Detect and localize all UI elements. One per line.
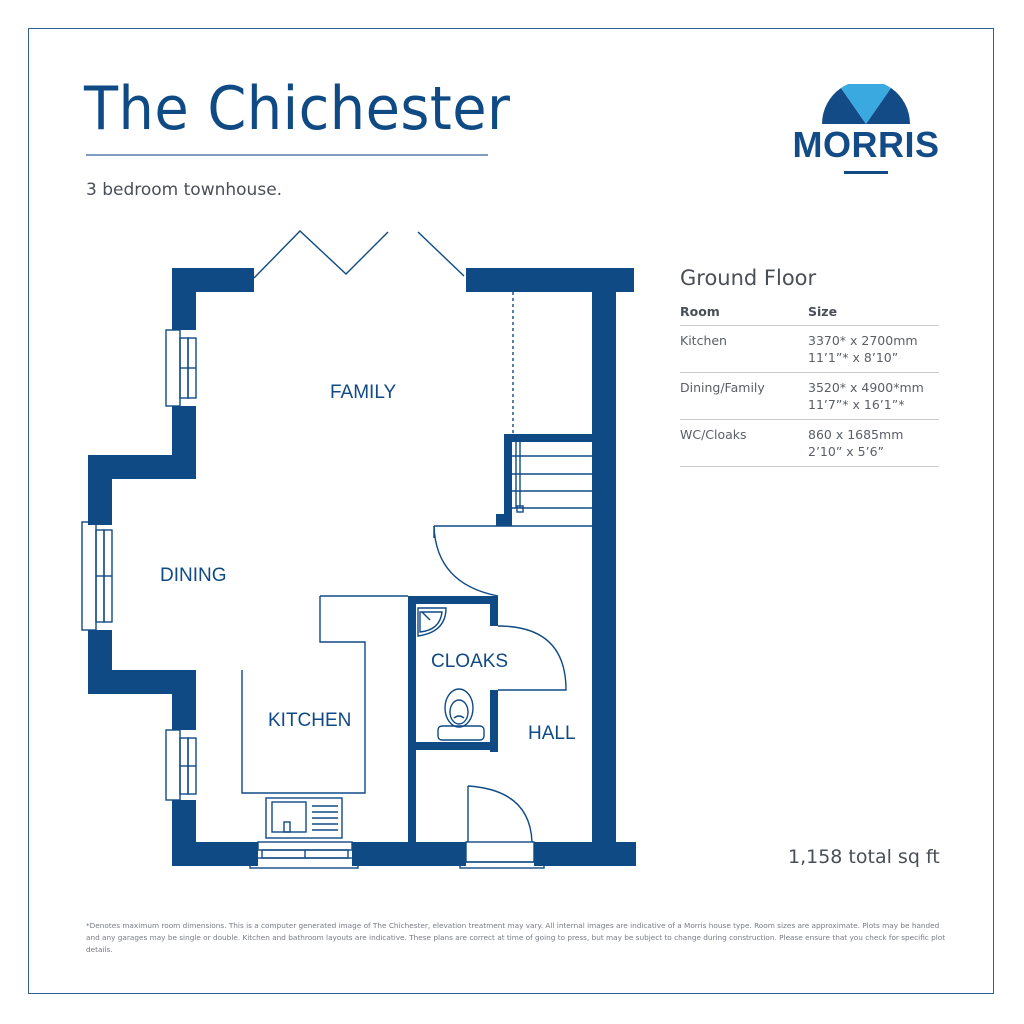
room-label-dining: DINING	[160, 565, 227, 586]
page-subtitle: 3 bedroom townhouse.	[86, 180, 283, 200]
room-schedule: Ground Floor Room Size Kitchen 3370* x 2…	[680, 266, 940, 467]
total-area: 1,158 total sq ft	[788, 846, 940, 868]
morris-sunrise-logo-icon	[822, 84, 910, 124]
fixtures	[81, 230, 592, 869]
size-metric: 3520* x 4900*mm	[808, 380, 924, 395]
size-metric: 3370* x 2700mm	[808, 333, 918, 348]
brand-underline	[844, 171, 888, 174]
schedule-title: Ground Floor	[680, 266, 817, 290]
room-size-table: Room Size Kitchen 3370* x 2700mm 11’1”* …	[680, 300, 939, 467]
room-label-hall: HALL	[528, 723, 576, 744]
page-title: The Chichester	[84, 74, 511, 144]
room-label-family: FAMILY	[330, 382, 396, 403]
room-size: 3520* x 4900*mm 11’7”* x 16’1”*	[808, 372, 939, 420]
room-name: WC/Cloaks	[680, 419, 808, 467]
table-row: Dining/Family 3520* x 4900*mm 11’7”* x 1…	[680, 372, 939, 420]
table-header-row: Room Size	[680, 300, 939, 326]
size-imperial: 2’10” x 5’6”	[808, 444, 885, 459]
disclaimer-text: *Denotes maximum room dimensions. This i…	[86, 921, 946, 954]
room-name: Dining/Family	[680, 372, 808, 420]
title-divider	[86, 154, 488, 156]
size-metric: 860 x 1685mm	[808, 427, 904, 442]
column-header-room: Room	[680, 300, 808, 326]
column-header-size: Size	[808, 300, 939, 326]
room-size: 3370* x 2700mm 11’1”* x 8’10”	[808, 325, 939, 373]
room-label-cloaks: CLOAKS	[431, 651, 508, 672]
room-labels: FAMILY DINING KITCHEN CLOAKS HALL	[160, 382, 576, 744]
walls	[88, 268, 636, 866]
page-frame	[28, 28, 994, 994]
brand-logo: MORRIS	[786, 84, 946, 180]
brand-wordmark: MORRIS	[792, 124, 940, 165]
size-imperial: 11’7”* x 16’1”*	[808, 397, 905, 412]
table-row: Kitchen 3370* x 2700mm 11’1”* x 8’10”	[680, 325, 939, 373]
size-imperial: 11’1”* x 8’10”	[808, 350, 899, 365]
room-name: Kitchen	[680, 325, 808, 373]
table-row: WC/Cloaks 860 x 1685mm 2’10” x 5’6”	[680, 419, 939, 467]
room-label-kitchen: KITCHEN	[268, 710, 351, 731]
room-size: 860 x 1685mm 2’10” x 5’6”	[808, 419, 939, 467]
